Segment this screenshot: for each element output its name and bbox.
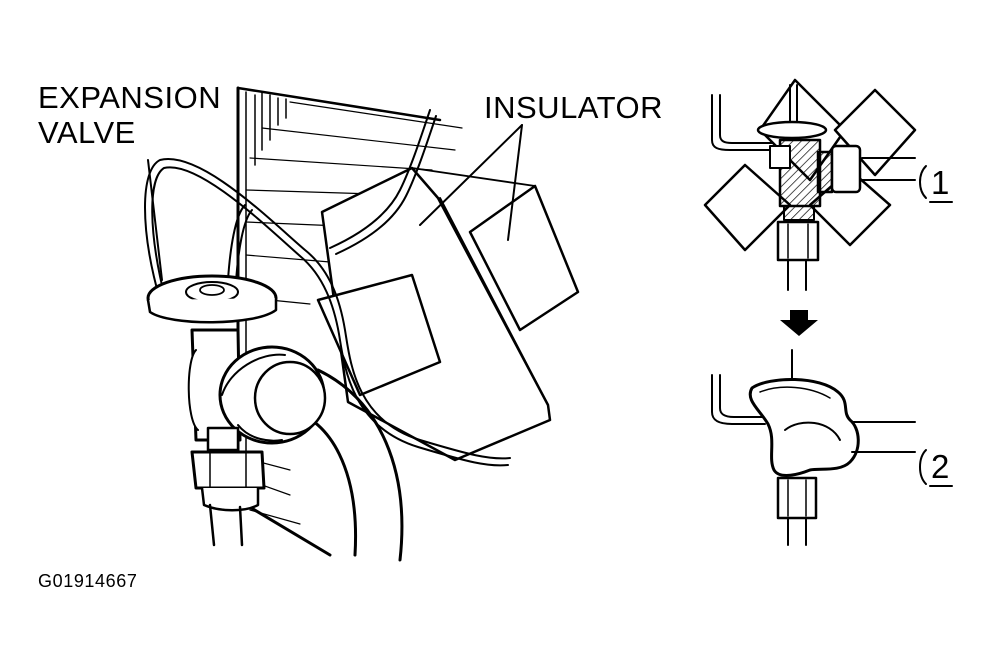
step1-label: 1: [931, 164, 950, 201]
figure-code: G01914667: [38, 571, 138, 591]
valve-head: [146, 274, 278, 324]
expansion-valve-label-line1: EXPANSION: [38, 80, 222, 115]
step2-bracket-left: [919, 449, 927, 485]
step2-label: 2: [931, 448, 950, 485]
leader-lines: [147, 124, 523, 281]
main-illustration: [144, 86, 580, 562]
step1-illustration: [703, 78, 917, 291]
step1-bracket-left: [919, 165, 927, 199]
step-callouts: [919, 165, 953, 487]
insulator-label: INSULATOR: [484, 90, 664, 125]
valve-body: [187, 328, 327, 445]
expansion-valve-label-line2: VALVE: [38, 115, 136, 150]
lower-fitting: [190, 426, 266, 547]
step2-illustration: [711, 349, 916, 546]
insulator-pads: [316, 166, 580, 462]
capillary-tube: [144, 109, 511, 467]
down-arrow-icon: [780, 310, 818, 336]
